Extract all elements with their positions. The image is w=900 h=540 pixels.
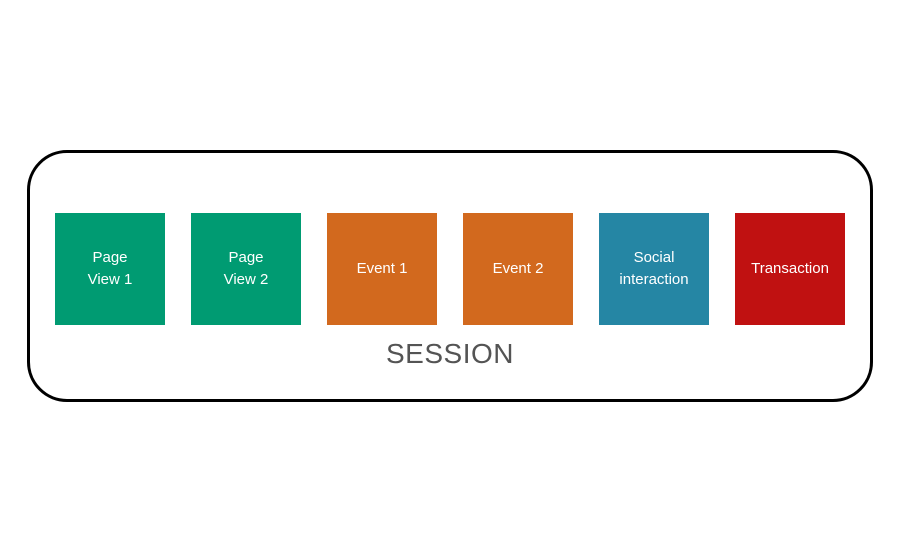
- session-label: SESSION: [386, 338, 514, 369]
- hit-box-page-view-1: Page View 1: [55, 213, 165, 325]
- hit-box-event-2: Event 2: [463, 213, 573, 325]
- hit-box-social-interaction: Social interaction: [599, 213, 709, 325]
- hit-box-transaction: Transaction: [735, 213, 845, 325]
- hit-boxes-row: Page View 1 Page View 2 Event 1 Event 2 …: [30, 213, 870, 325]
- hit-box-page-view-2: Page View 2: [191, 213, 301, 325]
- session-container: Page View 1 Page View 2 Event 1 Event 2 …: [27, 150, 873, 402]
- hit-box-event-1: Event 1: [327, 213, 437, 325]
